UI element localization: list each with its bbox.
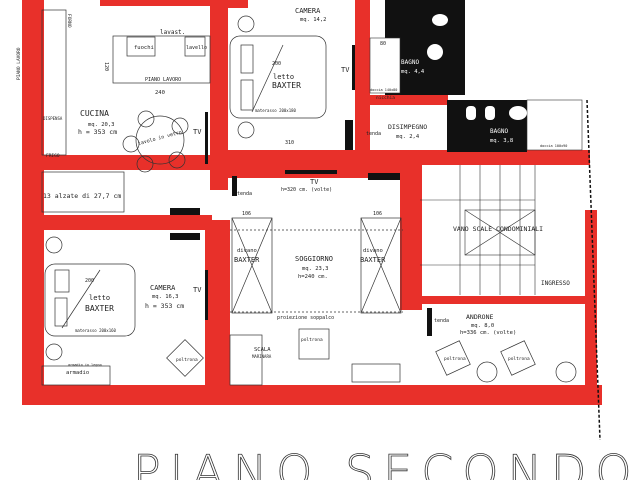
disimpegno-area: mq. 2,4	[396, 134, 420, 140]
soggiorno-poltrona: poltrona	[301, 337, 323, 343]
camera-top-area: mq. 14,2	[300, 17, 327, 23]
camera-top-bed: letto	[273, 73, 294, 81]
bagno-1-area: mq. 4,4	[401, 69, 425, 75]
lavello: lavello	[186, 45, 207, 51]
divano-right-brand: BAXTER	[360, 256, 386, 264]
camera-bottom-poltrona: poltrona	[176, 357, 198, 363]
tv-icon	[205, 270, 208, 320]
soggiorno-height: h=240 cm.	[298, 274, 328, 280]
disimpegno-tenda: tenda	[366, 131, 381, 137]
androne-poltrona-1: poltrona	[444, 356, 466, 362]
piano-lavoro-side: PIANO LAVORO	[16, 47, 22, 80]
bagno-1-nicchia: nicchia	[376, 95, 395, 101]
camera-top-bed-brand: BAXTER	[272, 81, 301, 90]
scala-label: SCALA	[254, 347, 271, 353]
piano-lavoro: PIANO LAVORO	[145, 77, 181, 83]
proiezione-soppalco: proiezione soppalco	[277, 315, 334, 321]
forno: FORNO	[66, 14, 72, 28]
bagno-2-name: BAGNO	[490, 128, 508, 135]
tenda-icon	[345, 120, 353, 150]
tv-icon	[352, 45, 355, 90]
camera-bottom-furniture	[41, 236, 204, 386]
divano-left-brand: BAXTER	[234, 256, 260, 264]
dim-right: 106	[373, 211, 382, 217]
androne-poltrona-2: poltrona	[508, 356, 530, 362]
armadio-note: armadio in legno	[68, 363, 102, 367]
door-icon	[368, 173, 400, 180]
tenda-right: tenda	[434, 318, 449, 324]
tenda-left: tenda	[237, 191, 252, 197]
cucina-height: h = 353 cm	[78, 128, 117, 136]
soggiorno-area: mq. 23,3	[302, 266, 329, 272]
plan-title: PIANO SECONDO	[133, 445, 640, 480]
divano-right: divano	[363, 248, 383, 254]
tv-icon	[285, 170, 337, 174]
camera-top-tv: TV	[341, 66, 350, 74]
camera-top-dim-room: 310	[285, 140, 294, 146]
ingresso: INGRESSO	[541, 280, 570, 287]
camera-top-dim-bed: 200	[272, 61, 281, 67]
camera-top-materasso: materasso 200x180	[255, 108, 297, 113]
lavastoviglie: lavast.	[160, 29, 185, 36]
camera-top-name: CAMERA	[295, 7, 321, 15]
frigo: FRIGO	[46, 153, 60, 159]
androne-name: ANDRONE	[466, 313, 493, 321]
armadio: armadio	[66, 370, 89, 376]
kitchen-furniture	[41, 9, 211, 213]
camera-top-furniture	[229, 15, 327, 139]
camera-bottom-dim-bed: 200	[85, 278, 94, 284]
toilet-icon	[432, 14, 448, 26]
soggiorno-furniture	[229, 217, 403, 386]
bagno-1-name: BAGNO	[401, 59, 419, 66]
fuochi: fuochi	[134, 45, 154, 51]
bagno-1-doccia: doccia 140x80	[370, 88, 397, 92]
soggiorno-tv: TV	[310, 178, 319, 186]
scale-label: 13 alzate di 27,7 cm	[43, 192, 121, 200]
androne-furniture	[435, 340, 577, 383]
cucina-name: CUCINA	[80, 109, 109, 118]
sink-icon	[509, 106, 527, 120]
bagno-1-dim: 80	[380, 41, 386, 47]
androne-area: mq. 8,0	[471, 323, 494, 329]
cucina-tv: TV	[193, 128, 202, 136]
divano-left: divano	[237, 248, 257, 254]
cucina-dim-w: 240	[155, 90, 165, 96]
dispensa: DISPENSA	[43, 116, 63, 121]
door-icon	[170, 233, 200, 240]
androne-height: h=336 cm. (volte)	[460, 330, 516, 336]
bagno-2-doccia: doccia 100x90	[540, 144, 567, 148]
camera-bottom-bed: letto	[89, 294, 110, 302]
camera-bottom-tv: TV	[193, 286, 202, 294]
camera-bottom-name: CAMERA	[150, 284, 176, 292]
scala-sub: MARINARA	[252, 354, 272, 359]
tavolo: tavolo in vetro	[137, 130, 182, 147]
shower-1	[369, 37, 401, 94]
bidet-icon	[485, 106, 495, 120]
vano-scale-name: VANO SCALE CONDOMINIALI	[453, 225, 543, 233]
boundary-dashed	[586, 99, 601, 441]
tenda-icon	[427, 308, 432, 336]
toilet-icon	[466, 106, 476, 120]
sink-icon	[427, 44, 443, 60]
soggiorno-name: SOGGIORNO	[295, 255, 333, 263]
camera-bottom-materasso: materasso 200x160	[75, 328, 117, 333]
cucina-dim-h: 120	[103, 62, 109, 71]
cucina-area: mq. 20,3	[88, 122, 115, 128]
tv-icon	[205, 112, 208, 164]
labels: CUCINA mq. 20,3 h = 353 cm PIANO LAVORO …	[16, 7, 570, 376]
shower-2	[526, 99, 583, 151]
camera-bottom-height: h = 353 cm	[145, 302, 184, 310]
soggiorno-tv-height: h=320 cm. (volte)	[281, 187, 332, 193]
stairwell	[420, 165, 536, 295]
camera-bottom-bed-brand: BAXTER	[85, 304, 114, 313]
door-icon	[170, 208, 200, 215]
camera-bottom-area: mq. 16,3	[152, 294, 179, 300]
disimpegno-name: DISIMPEGNO	[388, 123, 427, 131]
bagno-2-area: mq. 3,8	[490, 138, 513, 144]
walls	[22, 0, 602, 405]
dim-left: 106	[242, 211, 251, 217]
tenda-icon	[232, 176, 237, 196]
